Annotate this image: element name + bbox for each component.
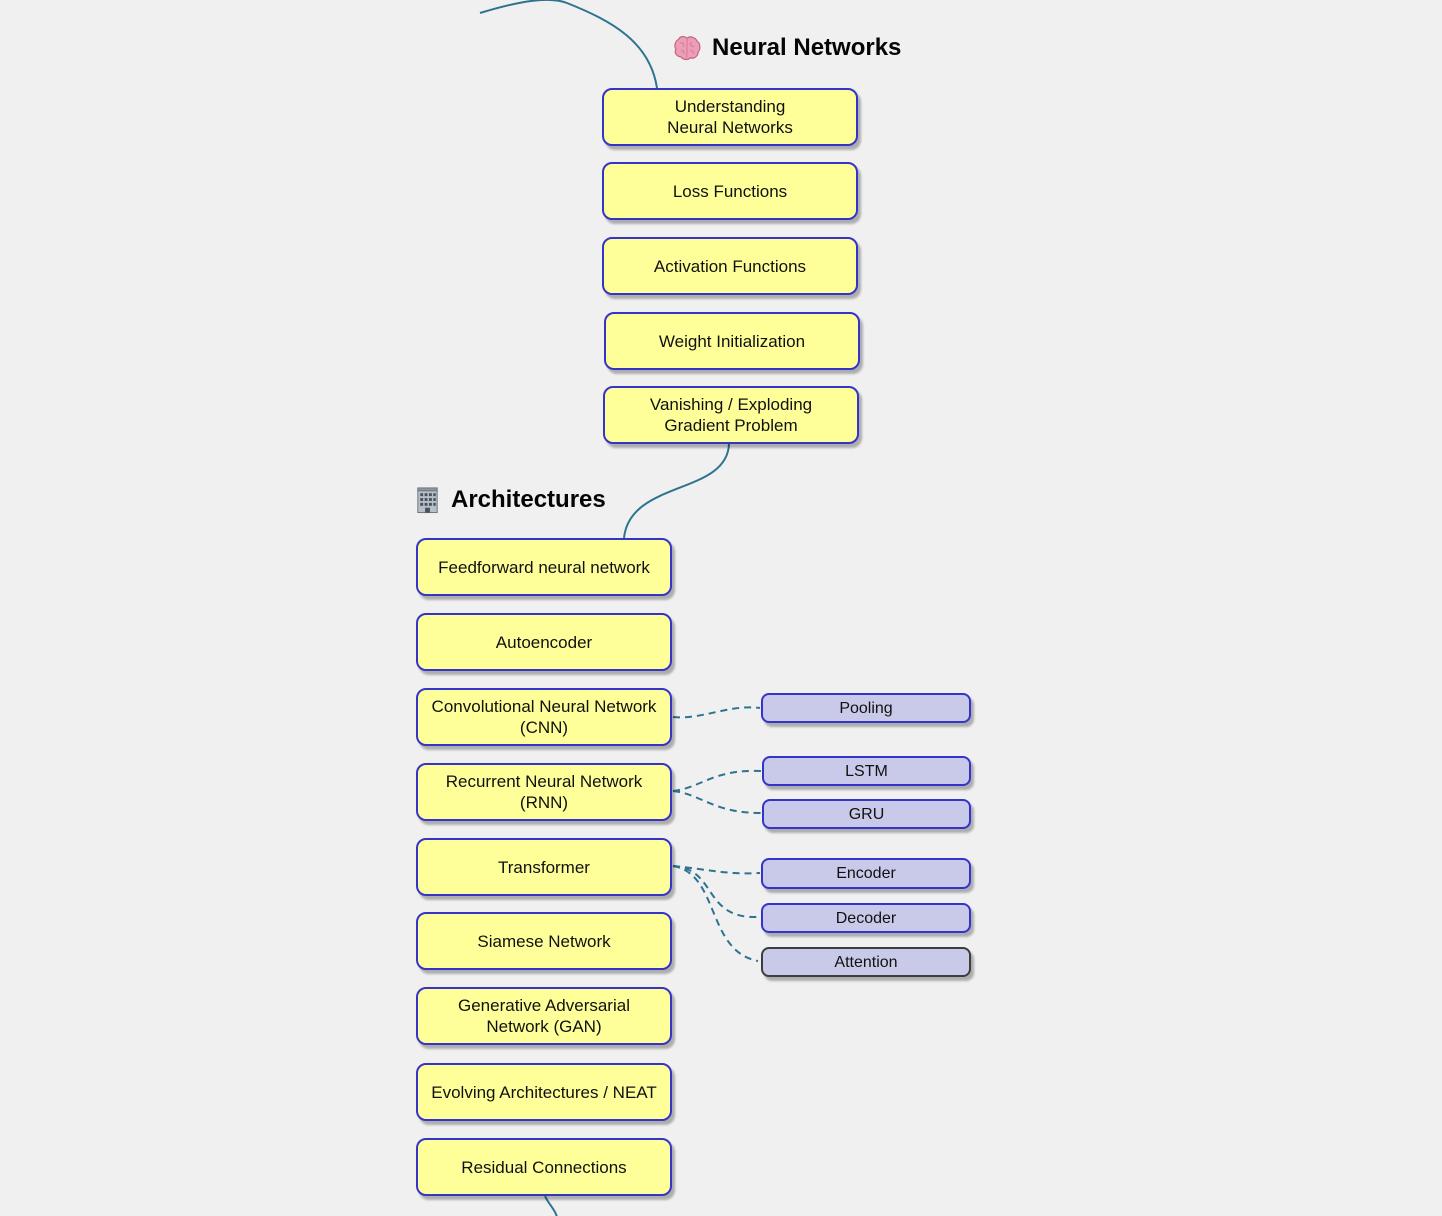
link-transformer-decoder xyxy=(672,865,759,919)
subtopic-gru[interactable]: GRU xyxy=(762,799,971,829)
topic-label: Evolving Architectures / NEAT xyxy=(431,1082,657,1102)
topic-label: Vanishing / Exploding Gradient Problem xyxy=(649,395,813,435)
topic-residual-connections[interactable]: Residual Connections xyxy=(416,1138,672,1196)
topic-label: Loss Functions xyxy=(672,181,788,201)
topic-label: Transformer xyxy=(498,857,590,877)
topic-label: Understanding Neural Networks xyxy=(667,97,793,137)
section-title: Neural Networks xyxy=(712,34,902,61)
subtopic-pooling[interactable]: Pooling xyxy=(761,693,971,723)
topic-label: Generative Adversarial Network (GAN) xyxy=(458,996,630,1036)
topic-label: Convolutional Neural Network (CNN) xyxy=(431,697,657,737)
subtopic-attention[interactable]: Attention xyxy=(761,947,971,977)
topic-evolving-architectures-neat[interactable]: Evolving Architectures / NEAT xyxy=(416,1063,672,1121)
topic-autoencoder[interactable]: Autoencoder xyxy=(416,613,672,671)
topic-feedforward-neural-network[interactable]: Feedforward neural network xyxy=(416,538,672,596)
subtopic-label: Decoder xyxy=(835,909,897,927)
topic-vanishing-exploding-gradient[interactable]: Vanishing / Exploding Gradient Problem xyxy=(603,386,859,444)
topic-recurrent-neural-network[interactable]: Recurrent Neural Network (RNN) xyxy=(416,763,672,821)
link-transformer-encoder xyxy=(672,865,761,875)
branch-curve-top xyxy=(479,0,658,89)
subtopic-lstm[interactable]: LSTM xyxy=(762,756,971,786)
link-cnn-pooling xyxy=(672,706,761,719)
topic-loss-functions[interactable]: Loss Functions xyxy=(602,162,858,220)
subtopic-label: GRU xyxy=(848,805,885,823)
section-title: Architectures xyxy=(451,486,606,513)
link-rnn-gru xyxy=(672,790,762,814)
topic-label: Siamese Network xyxy=(477,931,611,951)
topic-label: Feedforward neural network xyxy=(438,557,650,577)
topic-label: Recurrent Neural Network (RNN) xyxy=(445,772,643,812)
section-header-architectures: Architectures xyxy=(413,485,606,515)
topic-siamese-network[interactable]: Siamese Network xyxy=(416,912,672,970)
topic-convolutional-neural-network[interactable]: Convolutional Neural Network (CNN) xyxy=(416,688,672,746)
topic-label: Weight Initialization xyxy=(658,331,806,351)
topic-label: Activation Functions xyxy=(653,256,807,276)
branch-curve-bottom xyxy=(544,1195,558,1216)
office-building-icon xyxy=(417,487,438,514)
section-header-neural-networks: Neural Networks xyxy=(672,34,901,62)
link-rnn-lstm xyxy=(672,769,762,792)
subtopic-label: Encoder xyxy=(836,865,896,882)
topic-label: Residual Connections xyxy=(461,1157,627,1177)
topic-understanding-neural-networks[interactable]: Understanding Neural Networks xyxy=(602,88,858,146)
topic-label: Autoencoder xyxy=(495,632,593,652)
brain-icon xyxy=(674,35,701,61)
topic-weight-initialization[interactable]: Weight Initialization xyxy=(604,312,860,370)
subtopic-decoder[interactable]: Decoder xyxy=(761,903,971,933)
link-transformer-attention xyxy=(672,865,759,962)
subtopic-label: Attention xyxy=(834,953,898,971)
branch-curve-nn-to-architectures xyxy=(623,443,730,539)
topic-generative-adversarial-network[interactable]: Generative Adversarial Network (GAN) xyxy=(416,987,672,1045)
subtopic-encoder[interactable]: Encoder xyxy=(761,858,971,889)
topic-transformer[interactable]: Transformer xyxy=(416,838,672,896)
topic-activation-functions[interactable]: Activation Functions xyxy=(602,237,858,295)
subtopic-label: Pooling xyxy=(839,699,893,717)
subtopic-label: LSTM xyxy=(845,762,888,780)
